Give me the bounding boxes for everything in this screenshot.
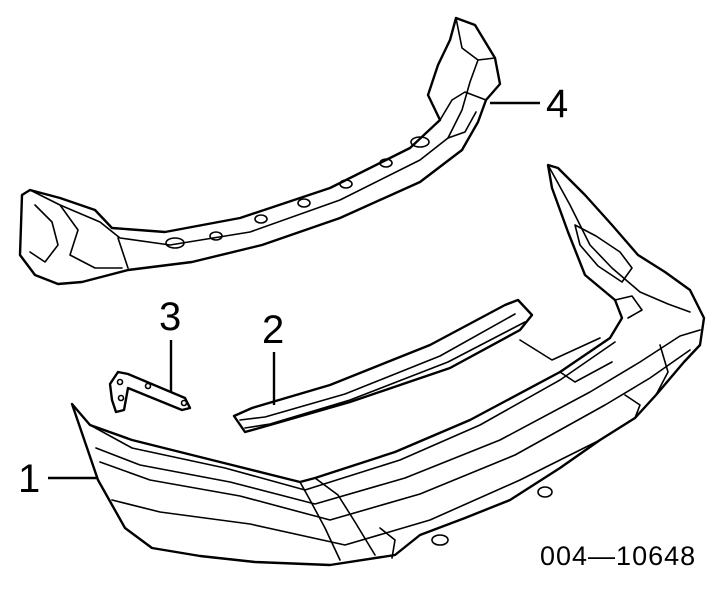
callout-3: 3 (159, 295, 181, 339)
part-3-bracket (108, 370, 192, 414)
part-4-energy-absorber (18, 16, 502, 286)
leader-lines (48, 101, 540, 480)
diagram-reference-number: 004—10648 (540, 541, 696, 571)
callout-1: 1 (18, 457, 40, 501)
callout-4: 4 (546, 82, 568, 126)
callout-2: 2 (262, 308, 284, 352)
part-1-bumper-fascia (70, 163, 706, 567)
part-2-step-pad (232, 298, 534, 434)
